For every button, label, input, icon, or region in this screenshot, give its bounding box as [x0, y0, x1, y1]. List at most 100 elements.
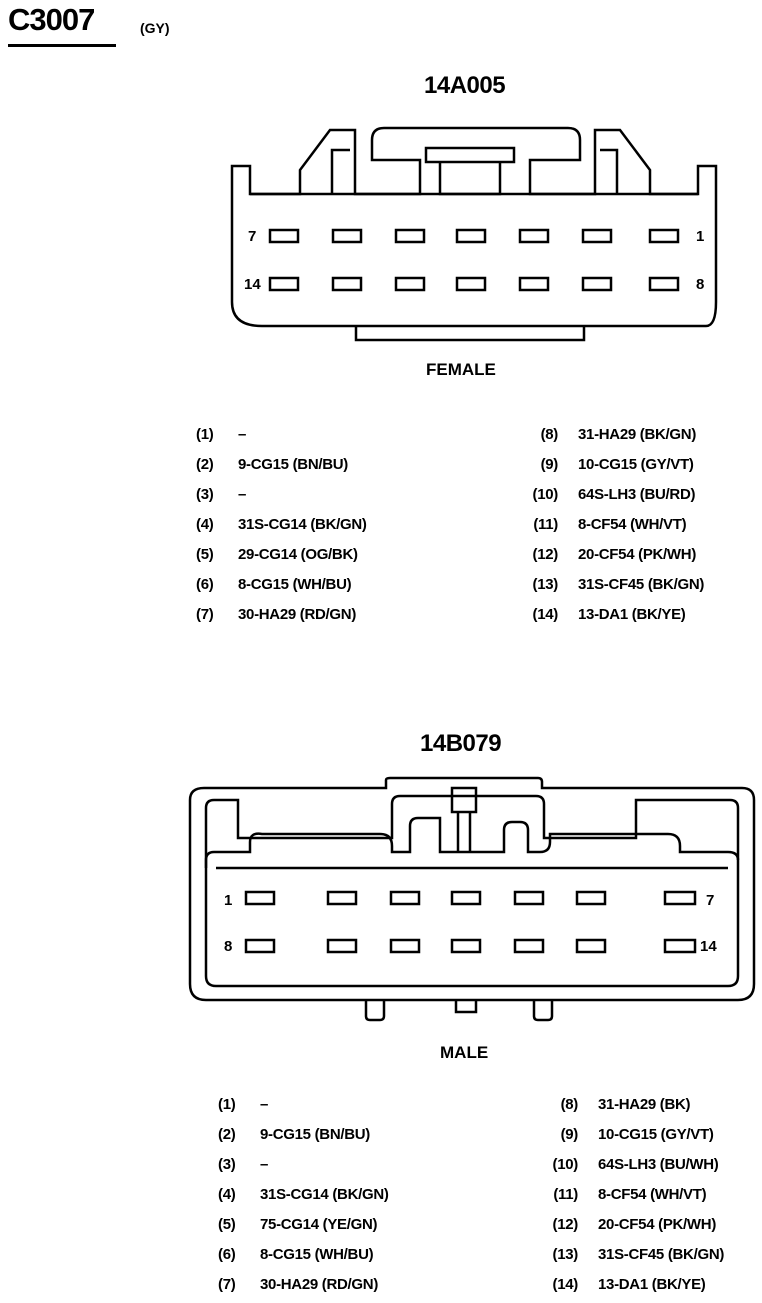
female-face-label-1: 1 — [696, 228, 705, 245]
pin-number: (11) — [533, 516, 558, 533]
male-part-number: 14B079 — [420, 730, 502, 757]
pin-number: (4) — [218, 1186, 236, 1203]
female-pin-row: (13) 31S-CF45 (BK/GN) — [516, 576, 705, 593]
pin-circuit: 8-CG15 (WH/BU) — [260, 1246, 374, 1263]
pin-circuit: 31-HA29 (BK) — [598, 1096, 691, 1113]
pin-number: (1) — [218, 1096, 236, 1113]
female-pin-row: (8) 31-HA29 (BK/GN) — [516, 426, 697, 443]
pin-circuit: 8-CF54 (WH/VT) — [598, 1186, 707, 1203]
female-face-label-14: 14 — [244, 276, 261, 293]
pin-circuit: 10-CG15 (GY/VT) — [578, 456, 694, 473]
pin-circuit: 31S-CF45 (BK/GN) — [598, 1246, 725, 1263]
male-pin-row: (9) 10-CG15 (GY/VT) — [536, 1126, 714, 1143]
pin-number: (14) — [532, 606, 559, 623]
female-pin-row: (2) 9-CG15 (BN/BU) — [196, 456, 348, 473]
pin-circuit: 20-CF54 (PK/WH) — [578, 546, 697, 563]
pin-number: (12) — [532, 546, 559, 563]
pin-number: (4) — [196, 516, 214, 533]
female-pin-row: (6) 8-CG15 (WH/BU) — [196, 576, 352, 593]
pin-number: (2) — [218, 1126, 236, 1143]
male-pin-row: (5) 75-CG14 (YE/GN) — [218, 1216, 378, 1233]
pin-circuit: 31S-CF45 (BK/GN) — [578, 576, 705, 593]
pin-circuit: 9-CG15 (BN/BU) — [260, 1126, 370, 1143]
pin-number: (7) — [218, 1276, 236, 1293]
pin-circuit: 30-HA29 (RD/GN) — [260, 1276, 379, 1293]
male-pin-row: (1) – — [218, 1096, 268, 1113]
pin-number: (14) — [552, 1276, 579, 1293]
pin-circuit: 31S-CG14 (BK/GN) — [260, 1186, 389, 1203]
male-pin-row: (2) 9-CG15 (BN/BU) — [218, 1126, 370, 1143]
male-pin-row: (4) 31S-CG14 (BK/GN) — [218, 1186, 389, 1203]
pin-circuit: 20-CF54 (PK/WH) — [598, 1216, 717, 1233]
female-pin-row: (9) 10-CG15 (GY/VT) — [516, 456, 694, 473]
female-pin-row: (5) 29-CG14 (OG/BK) — [196, 546, 358, 563]
pin-number: (5) — [196, 546, 214, 563]
female-pin-row: (1) – — [196, 426, 246, 443]
female-pin-row: (7) 30-HA29 (RD/GN) — [196, 606, 356, 623]
connector-color-code: (GY) — [140, 20, 170, 36]
female-pin-row: (11) 8-CF54 (WH/VT) — [516, 516, 686, 533]
pin-circuit: 31-HA29 (BK/GN) — [578, 426, 697, 443]
male-pin-row: (8) 31-HA29 (BK) — [536, 1096, 691, 1113]
pin-circuit: 13-DA1 (BK/YE) — [598, 1276, 706, 1293]
pin-circuit: 10-CG15 (GY/VT) — [598, 1126, 714, 1143]
pin-circuit: – — [260, 1096, 269, 1113]
pin-number: (10) — [552, 1156, 579, 1173]
male-face-label-14: 14 — [700, 938, 717, 955]
pin-circuit: 9-CG15 (BN/BU) — [238, 456, 348, 473]
female-pin-row: (14) 13-DA1 (BK/YE) — [516, 606, 686, 623]
male-pin-row: (6) 8-CG15 (WH/BU) — [218, 1246, 374, 1263]
female-part-number: 14A005 — [424, 72, 506, 99]
connector-id-underline — [8, 44, 116, 47]
pin-number: (10) — [532, 486, 559, 503]
pin-number: (9) — [540, 456, 559, 473]
pin-number: (1) — [196, 426, 214, 443]
male-face-label-8: 8 — [224, 938, 233, 955]
female-pin-row: (4) 31S-CG14 (BK/GN) — [196, 516, 367, 533]
pin-number: (13) — [552, 1246, 579, 1263]
female-pin-row: (12) 20-CF54 (PK/WH) — [516, 546, 697, 563]
male-pin-row: (3) – — [218, 1156, 268, 1173]
pin-circuit: 8-CF54 (WH/VT) — [578, 516, 687, 533]
pin-circuit: 75-CG14 (YE/GN) — [260, 1216, 378, 1233]
pin-number: (5) — [218, 1216, 236, 1233]
male-pin-row: (12) 20-CF54 (PK/WH) — [536, 1216, 717, 1233]
male-pin-row: (13) 31S-CF45 (BK/GN) — [536, 1246, 725, 1263]
male-face-label-1: 1 — [224, 892, 233, 909]
pin-circuit: 31S-CG14 (BK/GN) — [238, 516, 367, 533]
pin-circuit: 8-CG15 (WH/BU) — [238, 576, 352, 593]
pin-number: (9) — [560, 1126, 579, 1143]
male-gender-label: MALE — [440, 1043, 489, 1062]
pin-number: (3) — [218, 1156, 236, 1173]
male-pin-row: (7) 30-HA29 (RD/GN) — [218, 1276, 378, 1293]
pin-circuit: 64S-LH3 (BU/RD) — [578, 486, 696, 503]
pin-number: (8) — [560, 1096, 579, 1113]
male-pin-row: (11) 8-CF54 (WH/VT) — [536, 1186, 706, 1203]
pin-circuit: – — [260, 1156, 269, 1173]
pin-number: (12) — [552, 1216, 579, 1233]
pin-circuit: – — [238, 426, 247, 443]
female-pin-row: (10) 64S-LH3 (BU/RD) — [516, 486, 696, 503]
pin-circuit: 64S-LH3 (BU/WH) — [598, 1156, 719, 1173]
pin-circuit: 29-CG14 (OG/BK) — [238, 546, 358, 563]
pin-number: (11) — [553, 1186, 578, 1203]
pin-number: (6) — [218, 1246, 236, 1263]
pin-number: (3) — [196, 486, 214, 503]
female-pin-row: (3) – — [196, 486, 246, 503]
female-pin-cavities — [268, 228, 680, 292]
female-face-label-8: 8 — [696, 276, 705, 293]
female-gender-label: FEMALE — [426, 360, 496, 379]
pin-circuit: 30-HA29 (RD/GN) — [238, 606, 357, 623]
pin-number: (2) — [196, 456, 214, 473]
pin-circuit: 13-DA1 (BK/YE) — [578, 606, 686, 623]
pin-number: (13) — [532, 576, 559, 593]
male-pin-row: (10) 64S-LH3 (BU/WH) — [536, 1156, 719, 1173]
pin-number: (7) — [196, 606, 214, 623]
female-face-label-7: 7 — [248, 228, 257, 245]
male-face-label-7: 7 — [706, 892, 715, 909]
pin-number: (6) — [196, 576, 214, 593]
male-pin-row: (14) 13-DA1 (BK/YE) — [536, 1276, 706, 1293]
pin-circuit: – — [238, 486, 247, 503]
pin-number: (8) — [540, 426, 559, 443]
